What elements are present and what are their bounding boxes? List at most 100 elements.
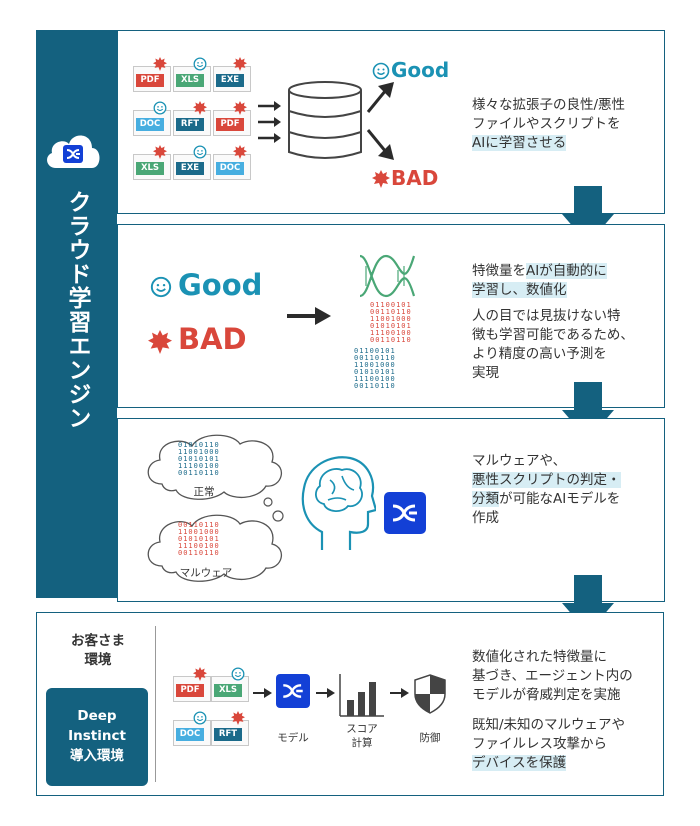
panel2-desc-b4: 実現 xyxy=(472,365,499,381)
file-icon: DOC xyxy=(133,101,171,136)
good-binary-block: 01100101 00110110 11001000 01010101 1110… xyxy=(354,347,396,390)
bad-label: BAD xyxy=(391,166,439,190)
panel2-desc-b2: 徴も学習可能であるため、 xyxy=(472,327,634,343)
file-type-label: XLS xyxy=(176,74,204,87)
thought-cloud-malware xyxy=(147,514,282,582)
customer-desc4: 既知/未知のマルウェアや xyxy=(472,717,626,733)
document-icon xyxy=(133,66,171,92)
file-type-label: EXE xyxy=(216,74,244,87)
deep-instinct-logo-icon xyxy=(384,492,426,534)
score-label: スコア 計算 xyxy=(336,722,388,750)
virus-badge-icon xyxy=(231,710,245,725)
customer-desc1: 数値化された特徴量に xyxy=(472,649,607,665)
virus-badge-icon xyxy=(233,144,247,159)
arrow-to-score-icon xyxy=(316,688,335,698)
virus-badge-icon xyxy=(193,666,207,681)
file-type-label: DOC xyxy=(216,162,244,175)
arrow-down-right-icon xyxy=(366,129,394,160)
virus-badge-icon xyxy=(193,100,207,115)
file-type-label: DOC xyxy=(176,728,204,741)
file-icon: PDF xyxy=(133,57,171,92)
panel2-desc-b3: より精度の高い予測を xyxy=(472,346,607,362)
box-line3: 導入環境 xyxy=(70,748,124,764)
good-label: Good xyxy=(391,58,450,82)
box-line1: Deep xyxy=(77,708,117,724)
defense-label: 防御 xyxy=(419,732,441,744)
panel2-desc-a2-highlight: 学習し、数値化 xyxy=(472,282,567,298)
thought-cloud-normal xyxy=(147,434,282,500)
panel3-desc3: が可能なAIモデルを xyxy=(499,491,621,507)
malware-binary-block: 00110110 11001000 01010101 11100100 0011… xyxy=(178,521,220,557)
database-icon xyxy=(288,81,362,159)
engine-sidebar xyxy=(36,30,117,598)
file-type-label: PDF xyxy=(136,74,164,87)
arrow-right-icon xyxy=(287,307,331,325)
virus-badge-icon xyxy=(233,100,247,115)
cloud-icon xyxy=(47,135,100,168)
thought-bubbles xyxy=(263,497,284,522)
smile-badge-icon xyxy=(193,56,207,71)
step-arrow-1-icon xyxy=(562,186,614,244)
model-icon xyxy=(276,674,310,708)
smile-badge-icon xyxy=(193,144,207,159)
step-arrow-3-icon xyxy=(562,575,614,633)
virus-badge-icon xyxy=(153,56,167,71)
brain-head-icon xyxy=(301,456,376,550)
customer-desc6-highlight: デバイスを保護 xyxy=(472,755,567,771)
panel2-desc-a-highlight: AIが自動的に xyxy=(526,263,607,279)
panel3-description: マルウェアや、 悪性スクリプトの判定・ 分類が可能なAIモデルを 作成 xyxy=(472,452,621,528)
deep-instinct-box: Deep Instinct 導入環境 xyxy=(46,688,148,786)
smile-badge-icon xyxy=(153,100,167,115)
box-line2: Instinct xyxy=(68,728,126,744)
smile-icon-large xyxy=(150,276,172,298)
arrow-up-right-icon xyxy=(366,82,394,113)
file-icon: EXE xyxy=(213,57,251,92)
customer-divider xyxy=(155,626,156,782)
file-type-label: PDF xyxy=(216,118,244,131)
file-icon: RFT xyxy=(173,101,211,136)
customer-desc5: ファイルレス攻撃から xyxy=(472,736,607,752)
panel-feature-learning xyxy=(117,224,665,408)
customer-title-line1: お客さま xyxy=(71,633,125,649)
normal-label: 正常 xyxy=(193,486,215,498)
virus-icon xyxy=(372,170,390,188)
model-label: モデル xyxy=(277,732,309,744)
file-type-label: EXE xyxy=(176,162,204,175)
panel3-desc2-highlight: 悪性スクリプトの判定・ xyxy=(472,472,621,488)
panel2-desc-a1: 特徴量を xyxy=(472,263,526,279)
normal-binary-block: 01010110 11001000 01010101 11100100 0011… xyxy=(178,441,220,477)
customer-title: お客さま 環境 xyxy=(46,632,150,670)
customer-description: 数値化された特徴量に 基づき、エージェント内の モデルが脅威判定を実施 既知/未… xyxy=(472,648,633,773)
score-line2: 計算 xyxy=(351,737,373,749)
customer-desc3: モデルが脅威判定を実施 xyxy=(472,687,621,703)
file-type-label: PDF xyxy=(176,684,204,697)
bad-label-large: BAD xyxy=(178,322,247,356)
file-icon: PDF xyxy=(173,667,211,702)
file-icon: DOC xyxy=(173,711,211,746)
step-arrow-2-icon xyxy=(562,382,614,440)
score-chart-icon xyxy=(339,674,384,717)
arrow-to-model-icon xyxy=(253,688,272,698)
engine-title: クラウド学習エンジン xyxy=(64,190,90,430)
file-type-label: RFT xyxy=(176,118,204,131)
virus-badge-icon xyxy=(233,56,247,71)
file-type-label: RFT xyxy=(214,728,242,741)
file-icon: RFT xyxy=(211,711,249,746)
file-type-label: XLS xyxy=(214,684,242,697)
panel1-description: 様々な拡張子の良性/悪性 ファイルやスクリプトを AIに学習させる xyxy=(472,96,625,153)
arrows-to-db-icon xyxy=(258,101,281,143)
arrow-to-defense-icon xyxy=(390,688,409,698)
panel3-desc4: 作成 xyxy=(472,510,499,526)
panel1-desc-line1: 様々な拡張子の良性/悪性 xyxy=(472,97,626,113)
file-type-label: DOC xyxy=(136,118,164,131)
panel3-desc1: マルウェアや、 xyxy=(472,453,567,469)
file-icon: XLS xyxy=(173,57,211,92)
panel3-desc3-highlight: 分類 xyxy=(472,491,499,507)
panel2-desc-b1: 人の目では見抜けない特 xyxy=(472,308,621,324)
file-icon: EXE xyxy=(173,145,211,180)
customer-title-line2: 環境 xyxy=(84,652,112,668)
malware-label: マルウェア xyxy=(179,567,233,579)
file-icon: XLS xyxy=(133,145,171,180)
smile-icon xyxy=(372,62,390,80)
file-icon: PDF xyxy=(213,101,251,136)
